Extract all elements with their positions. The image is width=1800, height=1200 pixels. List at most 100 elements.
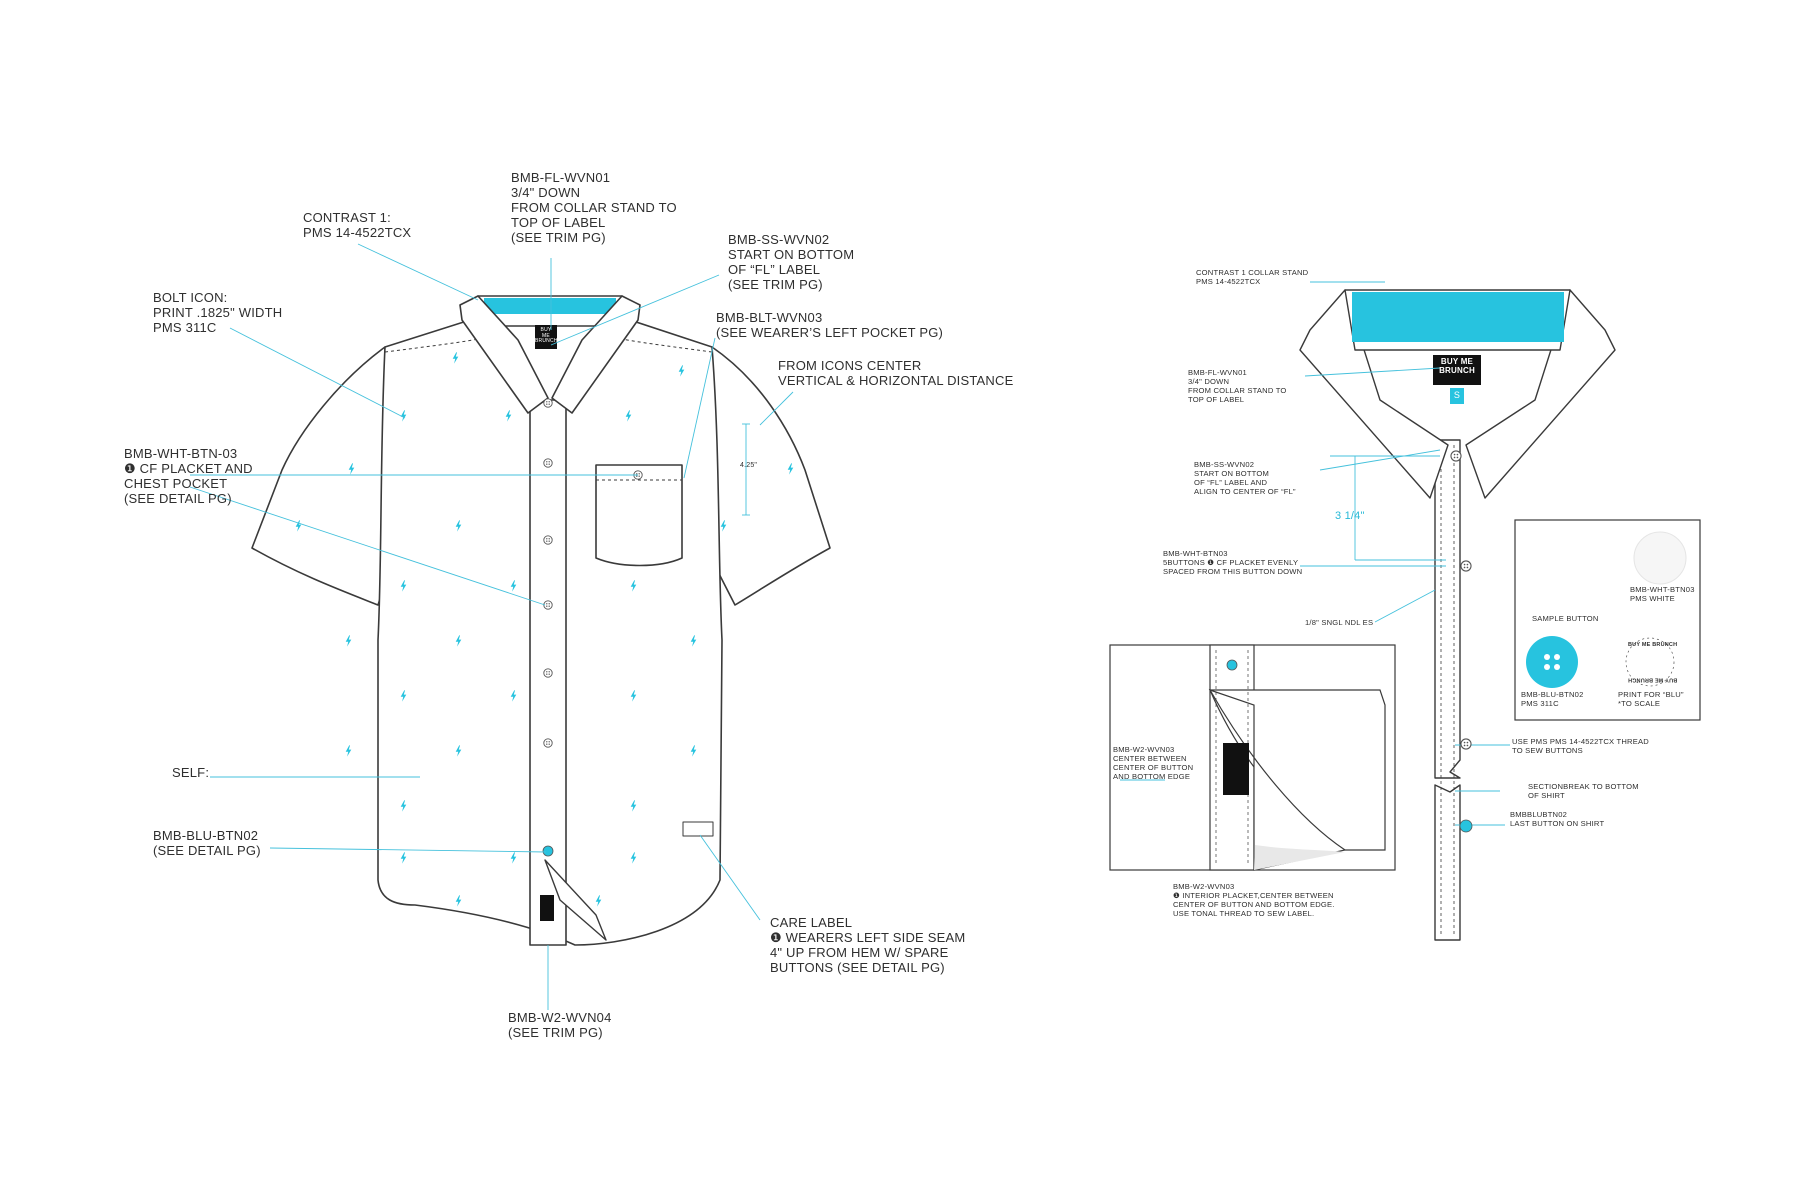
callout-line: (SEE TRIM PG) <box>511 230 606 246</box>
callout-sample-title: SAMPLE BUTTON <box>1532 614 1599 623</box>
callout-line: BMB-SS-WVN02 <box>1194 460 1255 469</box>
callout-line: BMB-SS-WVN02 <box>728 232 830 247</box>
shirt-flat <box>251 295 831 946</box>
callout-self: SELF: <box>172 765 209 780</box>
callout-line: TO SEW BUTTONS <box>1512 746 1583 756</box>
callout-line: PMS WHITE <box>1630 594 1675 604</box>
blue-button-icon <box>1459 819 1473 833</box>
callout-blu-btn: BMB-BLU-BTN02 (SEE DETAIL PG) <box>153 828 261 858</box>
button-icon <box>1450 450 1462 462</box>
callout-line: (SEE DETAIL PG) <box>153 843 261 859</box>
callout-line: PMS 311C <box>153 320 217 336</box>
button-icon <box>543 738 553 748</box>
callout-line: (SEE DETAIL PG) <box>124 491 232 507</box>
callout-line: 3/4" DOWN <box>1188 377 1230 387</box>
callout-line: 5BUTTONS ❶ CF PLACKET EVENLY <box>1163 558 1299 568</box>
callout-line: *TO SCALE <box>1618 699 1661 709</box>
callout-line: PRINT .1825" WIDTH <box>153 305 283 321</box>
button-icon <box>1460 738 1472 750</box>
collar-right <box>551 295 641 414</box>
detail-label-text: BUY ME BRUNCH <box>1433 357 1481 375</box>
callout-line: START ON BOTTOM <box>728 247 855 263</box>
callout-line: BUTTONS (SEE DETAIL PG) <box>770 960 945 976</box>
callout-line: CENTER OF BUTTON AND BOTTOM EDGE. <box>1173 900 1335 910</box>
detail-fl-label <box>1433 355 1481 385</box>
callout-line: SELF: <box>172 765 210 780</box>
bolt-icon <box>345 635 352 647</box>
callout-line: PMS 14-4522TCX <box>303 225 412 241</box>
callout-line: CENTER BETWEEN <box>1113 754 1187 764</box>
button-icon <box>543 458 553 468</box>
right-sleeve <box>711 346 831 606</box>
collar-left <box>459 295 549 414</box>
callout-line: TOP OF LABEL <box>1188 395 1245 405</box>
blue-button-icon <box>1226 659 1238 671</box>
callout-ss: BMB-SS-WVN02 START ON BOTTOM OF “FL” LAB… <box>1194 460 1296 496</box>
callout-line: (SEE TRIM PG) <box>508 1025 603 1041</box>
callout-sample-wht: BMB-WHT-BTN03 PMS WHITE <box>1630 585 1695 603</box>
care-label-box <box>682 821 714 837</box>
callout-line: USE TONAL THREAD TO SEW LABEL. <box>1173 909 1315 919</box>
callout-line: VERTICAL & HORIZONTAL DISTANCE <box>778 373 1014 389</box>
callout-line: BMB-W2-WVN03 <box>1113 745 1175 754</box>
button-icon <box>543 398 553 408</box>
callout-line: BMB-BLT-WVN03 <box>716 310 823 325</box>
callout-line: OF “FL” LABEL <box>728 262 821 278</box>
callout-line: BMB-WHT-BTN03 <box>1630 585 1695 594</box>
callout-last-btn: BMBBLUBTN02 LAST BUTTON ON SHIRT <box>1510 810 1604 828</box>
shirt-fl-label <box>535 325 557 349</box>
ring-text-bottom: BUY ME BRUNCH <box>1628 676 1678 683</box>
interior-placket-detail <box>1109 644 1396 871</box>
dimension-small: 4.25" <box>740 462 758 469</box>
callout-care: CARE LABEL ❶ WEARERS LEFT SIDE SEAM 4" U… <box>770 915 965 975</box>
callout-line: FROM COLLAR STAND TO <box>1188 386 1287 396</box>
sample-button-box <box>1514 519 1701 721</box>
label-word: BRUNCH <box>1439 366 1475 376</box>
button-icon <box>1460 560 1472 572</box>
detail-placket <box>1434 439 1461 779</box>
callout-line: BOLT ICON: <box>153 290 228 305</box>
callout-line: BMB-W2-WVN04 <box>508 1010 612 1025</box>
detail-collar-left <box>1299 289 1449 499</box>
callout-sample-blu: BMB-BLU-BTN02 PMS 311C <box>1521 690 1584 708</box>
callout-w2-bottom: BMB-W2-WVN03 ❶ INTERIOR PLACKET,CENTER B… <box>1173 882 1335 918</box>
left-leader-lines <box>189 243 794 1010</box>
callout-line: 1/8" SNGL NDL ES <box>1305 618 1374 627</box>
size-tag-text: S <box>1453 390 1461 400</box>
ring-text-top: BUY ME BRUNCH <box>1628 642 1678 648</box>
left-sleeve <box>251 346 393 606</box>
callout-thread: USE PMS PMS 14-4522TCX THREAD TO SEW BUT… <box>1512 737 1649 755</box>
detail-size-tag <box>1450 388 1464 404</box>
callout-line: BMB-FL-WVN01 <box>511 170 611 185</box>
callout-line: ❶ WEARERS LEFT SIDE SEAM <box>770 930 966 946</box>
white-sample-button <box>1633 531 1687 585</box>
callout-section: SECTIONBREAK TO BOTTOM OF SHIRT <box>1528 782 1639 800</box>
callout-line: PMS 311C <box>1521 699 1559 709</box>
callout-wht-btn03: BMB-WHT-BTN03 5BUTTONS ❶ CF PLACKET EVEN… <box>1163 549 1302 576</box>
callout-line: CONTRAST 1 COLLAR STAND <box>1196 268 1309 277</box>
callout-line: PRINT FOR “BLU” <box>1618 690 1684 699</box>
callout-line: SAMPLE BUTTON <box>1532 614 1599 623</box>
callout-fl-label: BMB-FL-WVN01 3/4" DOWN FROM COLLAR STAND… <box>511 170 677 245</box>
callout-ss-label: BMB-SS-WVN02 START ON BOTTOM OF “FL” LAB… <box>728 232 854 292</box>
label-word: BRUNCH <box>535 338 558 344</box>
right-leader-lines <box>1120 281 1510 826</box>
callout-sngl: 1/8" SNGL NDL ES <box>1305 618 1373 627</box>
callout-line: ALIGN TO CENTER OF “FL” <box>1194 487 1296 497</box>
callout-line: BMBBLUBTN02 <box>1510 810 1568 819</box>
print-ring-sample <box>1625 637 1675 687</box>
label-word-buy: BUY <box>1440 357 1459 366</box>
callout-line: BMB-WHT-BTN03 <box>1163 549 1228 558</box>
callout-line: 4" UP FROM HEM W/ SPARE <box>770 945 949 961</box>
callout-line: CHEST POCKET <box>124 476 228 492</box>
w2-detail-label <box>1223 743 1249 795</box>
callout-line: SECTIONBREAK TO BOTTOM <box>1528 782 1639 791</box>
blue-sample-button <box>1526 636 1578 688</box>
blue-button-icon <box>542 845 554 857</box>
button-icon <box>543 535 553 545</box>
callout-line: TOP OF LABEL <box>511 215 606 231</box>
callout-line: FROM COLLAR STAND TO <box>511 200 677 216</box>
callout-line: BMB-FL-WVN01 <box>1188 368 1247 377</box>
callout-w2: BMB-W2-WVN04 (SEE TRIM PG) <box>508 1010 612 1040</box>
callout-line: PMS 14-4522TCX <box>1196 277 1261 287</box>
